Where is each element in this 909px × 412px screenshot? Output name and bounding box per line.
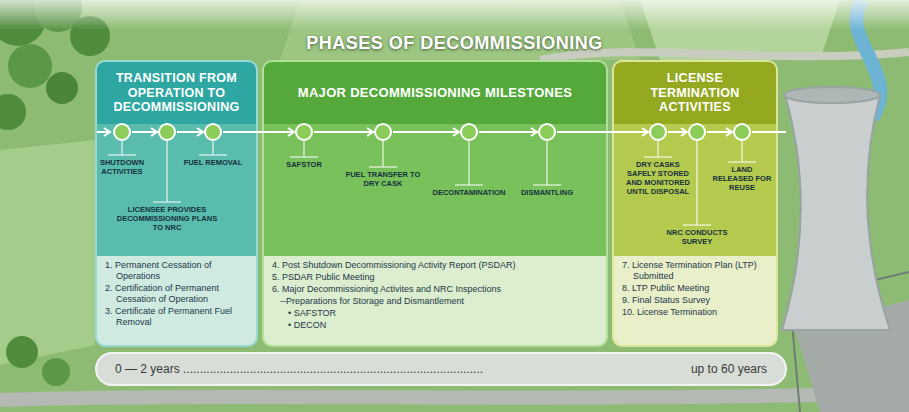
- timeline-arrow: [223, 131, 294, 133]
- panel-heading: TRANSITION FROM OPERATION TO DECOMMISSIO…: [102, 71, 252, 114]
- label-holder: FUEL REMOVAL: [181, 158, 245, 167]
- label-holder: NRC CONDUCTS SURVEY: [657, 228, 737, 246]
- milestone-dot: FUEL REMOVAL: [204, 123, 222, 141]
- step-item: 4. Post Shutdown Decommissioning Activit…: [272, 260, 598, 271]
- phase-panel: MAJOR DECOMMISSIONING MILESTONES 4. Post …: [262, 60, 608, 347]
- timeline-arrow: [707, 131, 732, 133]
- leader-line: [290, 141, 318, 157]
- timeline-tail: [752, 131, 786, 133]
- timeline-arrow: [132, 131, 157, 133]
- label-holder: FUEL TRANSFER TO DRY CASK: [343, 170, 423, 188]
- timeline-arrow: [557, 131, 648, 133]
- tree: [0, 94, 26, 130]
- step-item: 10. License Termination: [622, 307, 768, 318]
- milestone-label: FUEL REMOVAL: [181, 158, 245, 167]
- step-list: 1. Permanent Cessation of Operations2. C…: [105, 260, 248, 329]
- leader-line: [108, 141, 136, 155]
- milestone-label: NRC CONDUCTS SURVEY: [657, 228, 737, 246]
- step-item: 6. Major Decommissioning Activites and N…: [272, 284, 598, 295]
- milestone-dot: SAFSTOR: [295, 123, 313, 141]
- heading-holder: LICENSE TERMINATION ACTIVITIES: [631, 71, 759, 114]
- step-item: 1. Permanent Cessation of Operations: [105, 260, 248, 282]
- leader-line: [199, 141, 227, 155]
- milestone-label: DRY CASKS SAFELY STORED AND MONITORED UN…: [625, 160, 691, 196]
- road: [0, 392, 909, 400]
- timescale-text: up to 60 years: [691, 362, 767, 376]
- milestone-dot: SHUTDOWN ACTIVITIES: [113, 123, 131, 141]
- timescale-text: 0 — 2 years ............................…: [115, 362, 483, 376]
- sky-fade: [0, 0, 909, 30]
- milestone-dot: NRC CONDUCTS SURVEY: [688, 123, 706, 141]
- cooling-tower-top: [784, 87, 880, 103]
- cooling-tower: [782, 95, 890, 330]
- panel-heading: LICENSE TERMINATION ACTIVITIES: [631, 71, 759, 114]
- milestone-dot: LICENSEE PROVIDES DECOMMISSIONING PLANS …: [158, 123, 176, 141]
- label-holder: SHUTDOWN ACTIVITIES: [93, 158, 151, 176]
- timeline-arrow: [314, 131, 373, 133]
- timeline-arrow: [479, 131, 537, 133]
- milestone-label: DISMANTLING: [512, 188, 582, 197]
- timeline-lead-in: [97, 131, 110, 133]
- label-holder: SAFSTOR: [269, 160, 339, 169]
- step-item: 2. Certification of Permanent Cessation …: [105, 283, 248, 305]
- leader-line: [533, 141, 561, 185]
- leader-line: [683, 141, 711, 225]
- step-list: 4. Post Shutdown Decommissioning Activit…: [272, 260, 598, 332]
- milestone-label: LAND RELEASED FOR REUSE: [712, 165, 772, 192]
- step-item: • SAFSTOR: [272, 308, 598, 319]
- heading-holder: MAJOR DECOMMISSIONING MILESTONES: [275, 86, 595, 101]
- road: [540, 52, 909, 60]
- diagram-title: PHASES OF DECOMMISSIONING: [306, 33, 603, 54]
- phase-panel: LICENSE TERMINATION ACTIVITIES 7. License…: [612, 60, 778, 347]
- tree: [6, 336, 38, 368]
- milestone-dot: DECONTAMINATION: [460, 123, 478, 141]
- leader-line: [153, 141, 181, 202]
- phase-panel: TRANSITION FROM OPERATION TO DECOMMISSIO…: [95, 60, 258, 347]
- panel-heading: MAJOR DECOMMISSIONING MILESTONES: [275, 86, 595, 101]
- label-holder: DRY CASKS SAFELY STORED AND MONITORED UN…: [625, 160, 691, 196]
- tree: [42, 358, 70, 386]
- heading-holder: TRANSITION FROM OPERATION TO DECOMMISSIO…: [102, 71, 252, 114]
- tree: [46, 72, 78, 104]
- step-item: 5. PSDAR Public Meeting: [272, 272, 598, 283]
- milestone-label: DECONTAMINATION: [424, 188, 514, 197]
- timeline-arrow: [177, 131, 203, 133]
- leader-line: [644, 141, 672, 157]
- label-holder: DECONTAMINATION: [424, 188, 514, 197]
- step-item: 3. Certificate of Permanent Fuel Removal: [105, 306, 248, 328]
- leader-line: [728, 141, 756, 162]
- timeline-arrow: [668, 131, 687, 133]
- field-patch: [0, 140, 95, 365]
- step-item: • DECON: [272, 320, 598, 331]
- step-list: 7. License Termination Plan (LTP) Submit…: [622, 260, 768, 319]
- title-holder: PHASES OF DECOMMISSIONING: [0, 33, 909, 54]
- step-item: 7. License Termination Plan (LTP) Submit…: [622, 260, 768, 282]
- step-item: 9. Final Status Survey: [622, 295, 768, 306]
- milestone-dot: LAND RELEASED FOR REUSE: [733, 123, 751, 141]
- milestone-dot: DRY CASKS SAFELY STORED AND MONITORED UN…: [649, 123, 667, 141]
- label-holder: LAND RELEASED FOR REUSE: [712, 165, 772, 192]
- milestone-dot: FUEL TRANSFER TO DRY CASK: [374, 123, 392, 141]
- tree: [8, 44, 52, 88]
- milestone-dot: DISMANTLING: [538, 123, 556, 141]
- milestone-label: SHUTDOWN ACTIVITIES: [93, 158, 151, 176]
- milestone-label: SAFSTOR: [269, 160, 339, 169]
- step-item: 8. LTP Public Meeting: [622, 283, 768, 294]
- step-item: --Preparations for Storage and Dismantle…: [272, 296, 598, 307]
- timeline-arrow: [393, 131, 459, 133]
- timescale-bar: 0 — 2 years ............................…: [95, 352, 787, 386]
- label-holder: DISMANTLING: [512, 188, 582, 197]
- leader-line: [455, 141, 483, 185]
- leader-line: [369, 141, 397, 167]
- milestone-label: FUEL TRANSFER TO DRY CASK: [343, 170, 423, 188]
- label-holder: LICENSEE PROVIDES DECOMMISSIONING PLANS …: [111, 205, 223, 232]
- milestone-label: LICENSEE PROVIDES DECOMMISSIONING PLANS …: [111, 205, 223, 232]
